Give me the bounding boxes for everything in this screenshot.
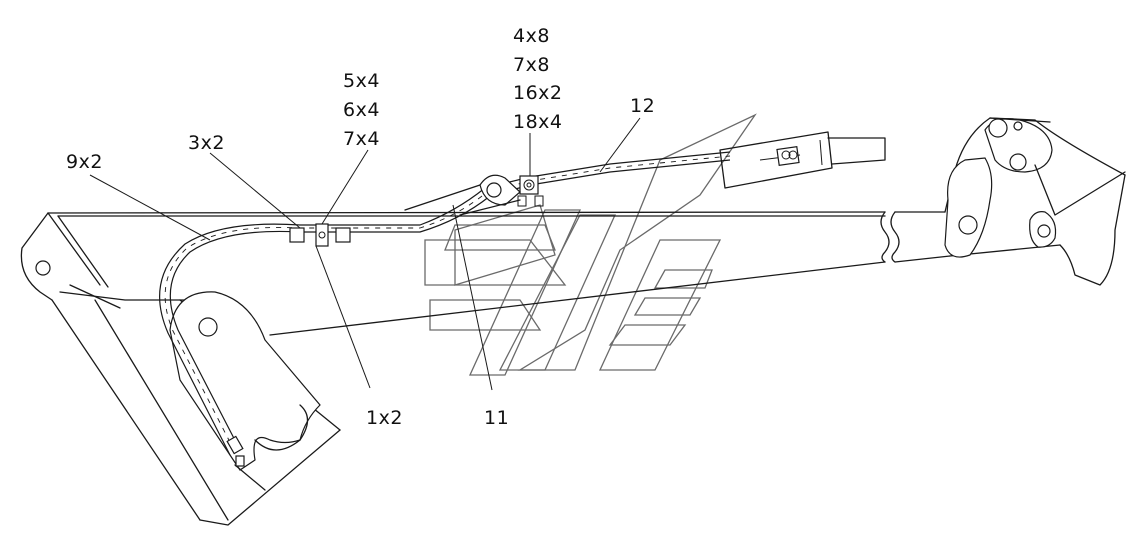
hose-line	[159, 151, 731, 467]
callout-3x2: 3x2	[188, 132, 225, 154]
callout-18x4: 18x4	[513, 111, 563, 133]
callouts: 9x2 3x2 5x4 6x4 7x4 4x8 7x8 16x2 18x4 12…	[66, 25, 655, 429]
callout-12: 12	[630, 95, 655, 117]
callout-1x2: 1x2	[366, 407, 403, 429]
callout-7x8: 7x8	[513, 54, 550, 76]
callout-16x2: 16x2	[513, 82, 563, 104]
callout-7x4: 7x4	[343, 128, 380, 150]
boom-structure	[20, 117, 1126, 526]
hydraulic-cylinder	[719, 131, 886, 189]
callout-4x8: 4x8	[513, 25, 550, 47]
watermark-logo	[424, 113, 757, 376]
callout-9x2: 9x2	[66, 151, 103, 173]
callout-6x4: 6x4	[343, 99, 380, 121]
callout-5x4: 5x4	[343, 70, 380, 92]
leader-lines	[89, 117, 641, 391]
callout-11: 11	[484, 407, 509, 429]
